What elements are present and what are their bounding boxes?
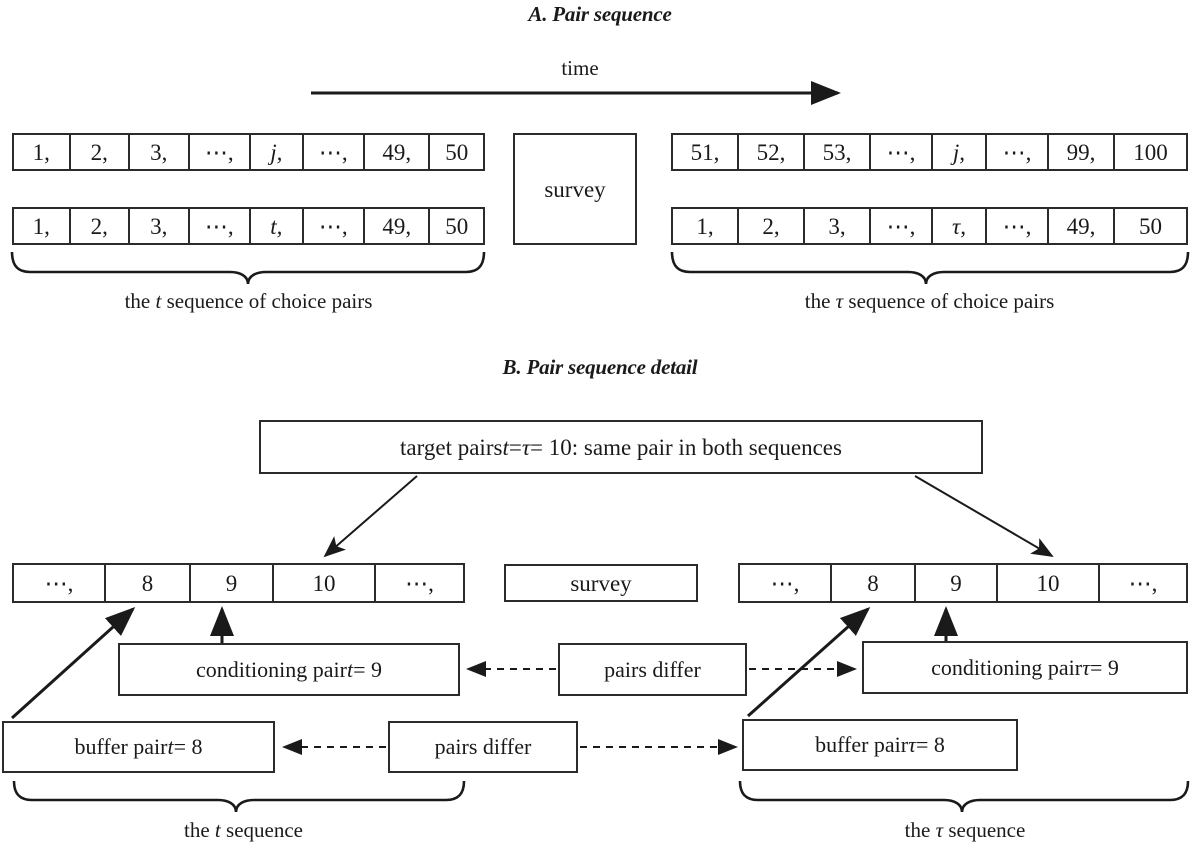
pairs-differ-lower-box: pairs differ xyxy=(388,721,578,773)
conditioning-pair-right-box: conditioning pair τ = 9 xyxy=(862,641,1188,694)
buffer-left-to-eight-arrow xyxy=(10,606,136,720)
seq-cell: ⋯, xyxy=(304,135,366,169)
sequence-row-left-bottom: 1, 2, 3, ⋯, t, ⋯, 49, 50 xyxy=(12,207,485,245)
seq-cell: ⋯, xyxy=(987,209,1049,243)
seq-cell: j, xyxy=(933,135,987,169)
seq-cell: j, xyxy=(251,135,304,169)
caption-text-left-a: the t sequence of choice pairs xyxy=(124,289,373,313)
seq-cell: 10 xyxy=(998,565,1100,601)
seq-cell: 8 xyxy=(106,565,191,601)
sequence-row-right-top: 51, 52, 53, ⋯, j, ⋯, 99, 100 xyxy=(671,133,1188,171)
seq-cell: 50 xyxy=(445,139,469,165)
seq-cell: ⋯, xyxy=(190,209,251,243)
seq-cell: 1, xyxy=(14,209,71,243)
seq-cell: 1, xyxy=(673,209,739,243)
panel-b-sequence-row-left: ⋯, 8 9 10 ⋯, xyxy=(12,563,465,603)
time-axis-label: time xyxy=(561,56,599,80)
seq-cell: ⋯, xyxy=(190,135,251,169)
seq-cell: 2, xyxy=(71,135,131,169)
seq-cell: ⋯, xyxy=(14,565,106,601)
seq-cell: 50 xyxy=(445,213,469,239)
caption-text-left-b: the t sequence xyxy=(184,818,303,842)
caption-text-right-b: the τ sequence xyxy=(904,818,1026,842)
seq-cell: ⋯, xyxy=(740,565,832,601)
brace-right-panel-b xyxy=(738,780,1190,813)
seq-cell: 52, xyxy=(739,135,805,169)
buffer-right-to-eight-arrow xyxy=(747,607,871,718)
seq-cell: ⋯, xyxy=(405,570,434,596)
seq-cell: 9 xyxy=(191,565,274,601)
panel-b-title: B. Pair sequence detail xyxy=(502,355,698,379)
seq-cell: 51, xyxy=(673,135,739,169)
seq-cell: 49, xyxy=(365,209,431,243)
conditioning-pair-left-box: conditioning pair t = 9 xyxy=(118,643,460,696)
seq-cell: 100 xyxy=(1133,139,1168,165)
seq-cell: ⋯, xyxy=(871,209,933,243)
survey-box-panel-b: survey xyxy=(504,564,698,602)
seq-cell: t, xyxy=(251,209,304,243)
brace-right-panel-a xyxy=(670,251,1190,285)
pairs-differ-upper-box: pairs differ xyxy=(558,643,747,696)
seq-cell: τ, xyxy=(933,209,987,243)
buffer-pair-right-box: buffer pair τ = 8 xyxy=(742,719,1018,771)
seq-cell: 3, xyxy=(805,209,871,243)
panel-a-left-caption: the t sequence of choice pairs xyxy=(12,289,485,314)
seq-cell: ⋯, xyxy=(304,209,366,243)
seq-cell: 3, xyxy=(130,209,190,243)
brace-left-panel-b xyxy=(12,780,466,813)
seq-cell: 99, xyxy=(1049,135,1115,169)
buffer-pair-left-box: buffer pair t = 8 xyxy=(2,721,275,773)
seq-cell: 49, xyxy=(1049,209,1115,243)
seq-cell: ⋯, xyxy=(1128,570,1158,596)
seq-cell: 9 xyxy=(916,565,998,601)
brace-left-panel-a xyxy=(10,251,486,285)
panel-b-sequence-row-right: ⋯, 8 9 10 ⋯, xyxy=(738,563,1188,603)
seq-cell: ⋯, xyxy=(871,135,933,169)
seq-cell: 53, xyxy=(805,135,871,169)
sequence-row-left-top: 1, 2, 3, ⋯, j, ⋯, 49, 50 xyxy=(12,133,485,171)
target-to-left-ten-arrow xyxy=(323,475,418,558)
seq-cell: 2, xyxy=(739,209,805,243)
seq-cell: 49, xyxy=(365,135,431,169)
survey-box-panel-a: survey xyxy=(513,133,637,245)
panel-a-title: A. Pair sequence xyxy=(528,2,672,26)
seq-cell: 3, xyxy=(130,135,190,169)
sequence-row-right-bottom: 1, 2, 3, ⋯, τ, ⋯, 49, 50 xyxy=(671,207,1188,245)
panel-a-right-caption: the τ sequence of choice pairs xyxy=(671,289,1188,314)
seq-cell: 2, xyxy=(71,209,131,243)
panel-b-left-caption: the t sequence xyxy=(12,818,475,843)
target-to-right-ten-arrow xyxy=(914,475,1054,558)
seq-cell: 50 xyxy=(1139,213,1162,239)
panel-b-right-caption: the τ sequence xyxy=(742,818,1188,843)
seq-cell: 10 xyxy=(274,565,376,601)
seq-cell: 8 xyxy=(832,565,916,601)
target-pairs-box: target pairs t = τ = 10: same pair in bo… xyxy=(259,420,983,474)
caption-text-right-a: the τ sequence of choice pairs xyxy=(804,289,1055,313)
seq-cell: 1, xyxy=(14,135,71,169)
seq-cell: ⋯, xyxy=(987,135,1049,169)
